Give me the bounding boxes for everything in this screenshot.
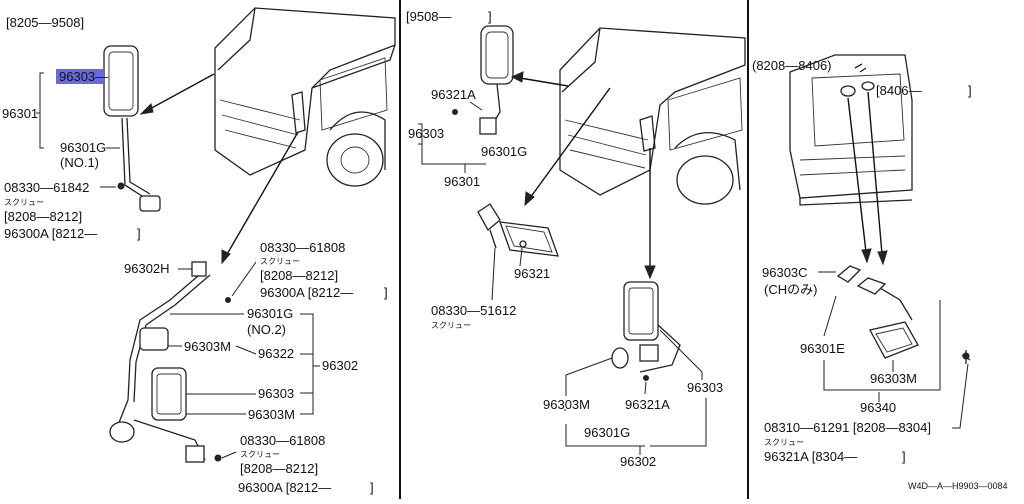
range-a-right: (8208—8406) [752, 58, 832, 73]
label-no2: (NO.2) [247, 322, 286, 337]
date-range-top-mid-close: ] [488, 9, 492, 24]
label-96321A-right-close: ] [902, 449, 906, 464]
label-96300A-2-close: ] [384, 285, 388, 300]
label-96303-highlighted[interactable]: 96303— [59, 69, 108, 84]
bracket-part [191, 261, 207, 277]
footer-code: W4D—A—H9903—0084 [908, 481, 1008, 491]
label-screw-kana-2: スクリュー [260, 257, 300, 266]
arrow-mid-1 [519, 77, 569, 87]
arrow-mid-2 [529, 87, 611, 199]
label-screw-08310-61291[interactable]: 08310—61291 [8208—8304] [764, 420, 931, 435]
label-screw-kana-1: スクリュー [4, 198, 44, 207]
label-no1: (NO.1) [60, 155, 99, 170]
label-96303-mid2[interactable]: 96303 [687, 380, 723, 395]
label-96301-mid[interactable]: 96301 [444, 174, 480, 189]
rear-lamp-2 [861, 81, 875, 91]
round-mirror [109, 421, 135, 443]
mirror-assembly-no2 [109, 261, 231, 463]
label-96321[interactable]: 96321 [514, 266, 550, 281]
date-range-top-left: [8205—9508] [6, 15, 84, 30]
van-front-mid [559, 27, 746, 205]
label-96300A-2[interactable]: 96300A [8212— [260, 285, 353, 300]
label-96302-group[interactable]: 96302 [322, 358, 358, 373]
label-screw-kana-right: スクリュー [764, 438, 804, 447]
label-96301[interactable]: 96301 [2, 106, 38, 121]
label-screw-range-3: [8208—8212] [240, 461, 318, 476]
van-rear-right [789, 54, 913, 206]
label-96300A-3[interactable]: 96300A [8212— [238, 480, 331, 495]
label-screw-08330-51612[interactable]: 08330—51612 [431, 303, 516, 318]
rear-mirror-assembly [836, 265, 971, 364]
mirror-assembly-no1 [103, 45, 161, 212]
mirror-head-mid2 [623, 281, 659, 341]
label-96321A-mid2[interactable]: 96321A [625, 397, 670, 412]
bracket-96302 [300, 313, 320, 415]
range-b-right: [8406— [876, 83, 922, 98]
arrow-to-mirror-no2 [225, 131, 299, 257]
small-mirror [139, 327, 169, 351]
cover-part [836, 265, 862, 283]
label-96301G-mid[interactable]: 96301G [481, 144, 527, 159]
rear-mirror [869, 321, 919, 359]
label-96303-mid[interactable]: 96303 [408, 126, 444, 141]
label-96303M-right[interactable]: 96303M [870, 371, 917, 386]
label-96321A-mid[interactable]: 96321A [431, 87, 476, 102]
label-96301G-mid2[interactable]: 96301G [584, 425, 630, 440]
rear-lamp-1 [840, 85, 856, 97]
label-ch-only: (CHのみ) [764, 282, 817, 297]
label-96303[interactable]: 96303 [258, 386, 294, 401]
label-96300A-1-close: ] [137, 226, 141, 241]
label-screw-08330-61842[interactable]: 08330—61842 [4, 180, 89, 195]
range-b-right-close: ] [968, 83, 972, 98]
stay-part [856, 277, 887, 295]
label-screw-range-1: [8208—8212] [4, 209, 82, 224]
label-screw-kana-3: スクリュー [240, 450, 280, 459]
label-96301G-no1[interactable]: 96301G [60, 140, 106, 155]
base-plate [185, 445, 205, 463]
label-screw-08330-61808-b[interactable]: 08330—61808 [240, 433, 325, 448]
label-96322[interactable]: 96322 [258, 346, 294, 361]
label-96300A-1[interactable]: 96300A [8212— [4, 226, 97, 241]
label-96300A-3-close: ] [370, 480, 374, 495]
arrow-to-mirror-no1 [147, 73, 215, 111]
label-96303M-mid[interactable]: 96303M [543, 397, 590, 412]
label-96301E[interactable]: 96301E [800, 341, 845, 356]
mount-mid [479, 117, 497, 135]
label-96303M-b[interactable]: 96303M [248, 407, 295, 422]
label-96303M-a[interactable]: 96303M [184, 339, 231, 354]
label-96321A-right[interactable]: 96321A [8304— [764, 449, 857, 464]
bracket-96301 [36, 72, 44, 149]
mirror-assembly-mid [479, 25, 514, 135]
highlight-box [56, 69, 104, 84]
label-96302-mid[interactable]: 96302 [620, 454, 656, 469]
arrow-right-2 [867, 91, 883, 255]
label-96302H[interactable]: 96302H [124, 261, 170, 276]
label-screw-08330-61808-a[interactable]: 08330—61808 [260, 240, 345, 255]
mirror-assembly-mid-2 [611, 281, 681, 381]
date-range-top-mid: [9508— [406, 9, 452, 24]
arrow-right-1 [847, 97, 867, 253]
van-front-left [214, 7, 396, 187]
label-96301G-no2[interactable]: 96301G [247, 306, 293, 321]
label-96340[interactable]: 96340 [860, 400, 896, 415]
label-screw-kana-mid: スクリュー [431, 321, 471, 330]
under-mirror [477, 203, 559, 257]
mount-base [139, 195, 161, 212]
label-96303C[interactable]: 96303C [762, 265, 808, 280]
label-screw-range-2: [8208—8212] [260, 268, 338, 283]
